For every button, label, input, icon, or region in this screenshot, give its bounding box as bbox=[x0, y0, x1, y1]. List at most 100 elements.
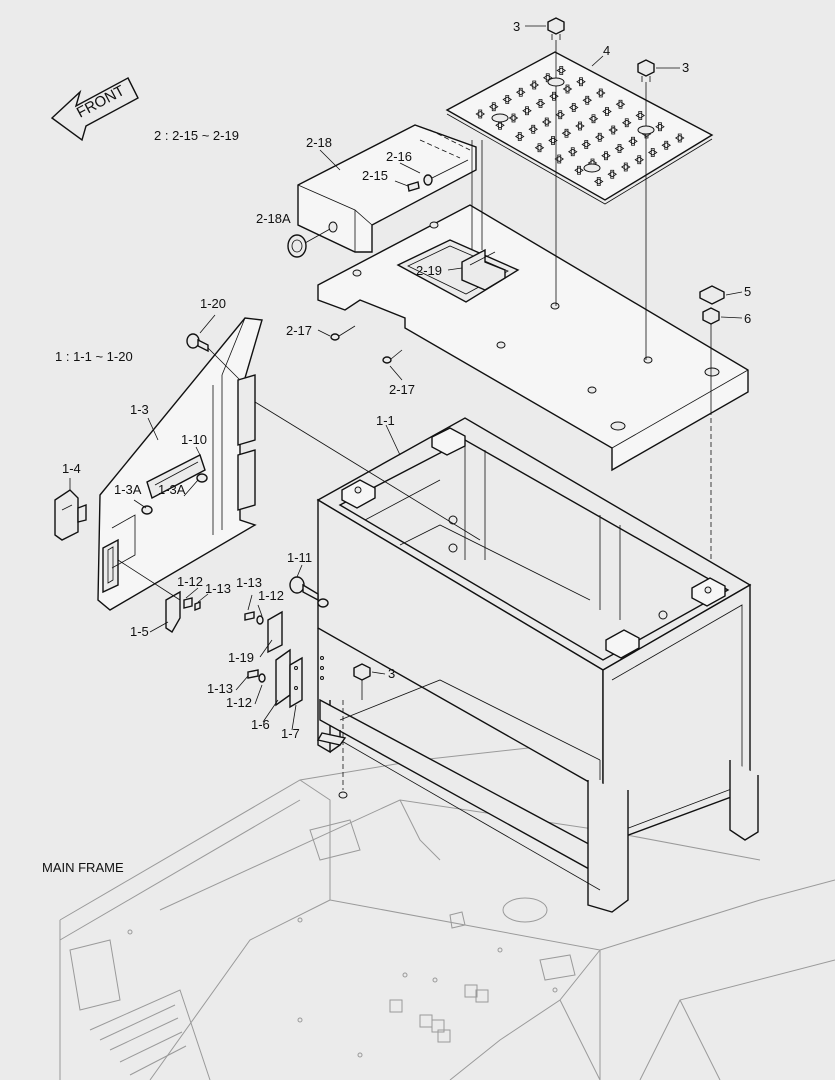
grating-slot bbox=[529, 80, 540, 90]
grating-slot bbox=[608, 125, 619, 135]
grating-slot bbox=[581, 140, 592, 149]
box-frame-1-1 bbox=[316, 417, 759, 913]
callout-2-15: 2-15 bbox=[362, 168, 388, 183]
grating-slot bbox=[621, 118, 632, 128]
bracket-1-5 bbox=[117, 559, 201, 633]
side-door-1-3 bbox=[97, 317, 263, 611]
callout-1-13-c: 1-13 bbox=[207, 681, 233, 696]
front-arrow: FRONT bbox=[50, 77, 139, 142]
grating-slot bbox=[541, 117, 552, 127]
grating-slot bbox=[567, 147, 578, 157]
callout-2-17-left: 2-17 bbox=[286, 323, 312, 338]
grating-slot bbox=[528, 124, 539, 134]
callout-2-17-right: 2-17 bbox=[389, 382, 415, 397]
callout-2-18: 2-18 bbox=[306, 135, 332, 150]
callout-1-3: 1-3 bbox=[130, 402, 149, 417]
top-cover-plate bbox=[317, 204, 749, 472]
callout-1-5: 1-5 bbox=[130, 624, 149, 639]
grating-slot bbox=[607, 169, 618, 179]
grating-slot bbox=[515, 87, 526, 97]
callout-1-3A-right: 1-3A bbox=[158, 482, 186, 497]
callout-2-18A: 2-18A bbox=[256, 211, 291, 226]
bracket-2-19 bbox=[461, 140, 506, 291]
grating-slot bbox=[655, 122, 665, 132]
grating-plate-4 bbox=[445, 51, 714, 205]
grating-slot bbox=[588, 114, 599, 124]
grating-slot bbox=[535, 99, 546, 108]
callout-1-7: 1-7 bbox=[281, 726, 300, 741]
bolt-1-20 bbox=[186, 333, 241, 381]
leader-lines bbox=[69, 25, 743, 731]
grating-slot bbox=[554, 154, 565, 164]
bracket-1-6-1-7 bbox=[247, 648, 303, 709]
grating-slot bbox=[574, 165, 584, 175]
grating-slot bbox=[661, 140, 672, 150]
grating-slot bbox=[561, 128, 572, 138]
grating-slot bbox=[615, 99, 626, 109]
bolt-6 bbox=[702, 307, 720, 560]
grating-slot bbox=[475, 109, 486, 119]
grating-slot bbox=[628, 136, 638, 146]
notes: 2 : 2-15 ~ 2-19 1 : 1-1 ~ 1-20 MAIN FRAM… bbox=[42, 128, 239, 875]
grating-slot bbox=[674, 133, 685, 143]
grating-slot bbox=[576, 77, 586, 87]
grating-slot bbox=[595, 88, 606, 98]
grating-slot bbox=[582, 95, 593, 105]
grating-slot bbox=[502, 95, 513, 104]
callout-1-20: 1-20 bbox=[200, 296, 226, 311]
callout-3-top: 3 bbox=[513, 19, 520, 34]
grating-slot bbox=[575, 121, 585, 131]
callout-1-6: 1-6 bbox=[251, 717, 270, 732]
grating-slot bbox=[634, 155, 645, 165]
bolt-3-bottom bbox=[338, 663, 371, 799]
grating-slot bbox=[508, 113, 519, 123]
callout-6: 6 bbox=[744, 311, 751, 326]
plugs-2-17 bbox=[330, 325, 403, 364]
callout-1-12-b: 1-12 bbox=[258, 588, 284, 603]
callout-1-12-c: 1-12 bbox=[226, 695, 252, 710]
grating-slot bbox=[614, 144, 625, 153]
cap-5 bbox=[699, 285, 725, 305]
callout-1-1: 1-1 bbox=[376, 413, 395, 428]
striker-1-19 bbox=[244, 610, 283, 654]
callout-1-4: 1-4 bbox=[62, 461, 81, 476]
grating-slot bbox=[647, 148, 658, 157]
grating-slot bbox=[556, 66, 567, 75]
grating-slot bbox=[548, 136, 558, 145]
main-frame-label: MAIN FRAME bbox=[42, 860, 124, 875]
group-2-note: 2 : 2-15 ~ 2-19 bbox=[154, 128, 239, 143]
grating-slot bbox=[635, 111, 646, 120]
callout-1-10: 1-10 bbox=[181, 432, 207, 447]
cover-2-18 bbox=[287, 124, 477, 258]
grating-slot bbox=[593, 177, 604, 186]
callout-1-3A-left: 1-3A bbox=[114, 482, 142, 497]
grating-slot bbox=[549, 91, 559, 101]
grating-slot bbox=[488, 102, 499, 112]
callout-1-13-b: 1-13 bbox=[236, 575, 262, 590]
grating-slot bbox=[562, 84, 573, 94]
grating-slot bbox=[568, 103, 579, 112]
callout-4: 4 bbox=[603, 43, 610, 58]
grating-slot bbox=[514, 132, 525, 141]
callout-5: 5 bbox=[744, 284, 751, 299]
latch-1-4 bbox=[54, 489, 87, 541]
grating-slot bbox=[601, 151, 611, 161]
main-frame-ghost bbox=[59, 739, 835, 1080]
callout-1-19: 1-19 bbox=[228, 650, 254, 665]
callout-3-bottom: 3 bbox=[388, 666, 395, 681]
callout-3-right: 3 bbox=[682, 60, 689, 75]
grating-slot bbox=[534, 143, 545, 153]
grating-slot bbox=[602, 107, 612, 116]
callout-1-12-a: 1-12 bbox=[177, 574, 203, 589]
callout-1-13-a: 1-13 bbox=[205, 581, 231, 596]
callout-1-11: 1-11 bbox=[287, 550, 312, 565]
callout-2-16: 2-16 bbox=[386, 149, 412, 164]
grating-slot bbox=[555, 110, 566, 120]
group-1-note: 1 : 1-1 ~ 1-20 bbox=[55, 349, 133, 364]
callout-labels: 3 4 3 2-18 2-16 2-15 2-18A 2-19 5 6 1-20… bbox=[62, 19, 751, 741]
grating-slot bbox=[620, 162, 631, 172]
grating-slot bbox=[522, 106, 532, 116]
grating-slot bbox=[594, 132, 605, 142]
